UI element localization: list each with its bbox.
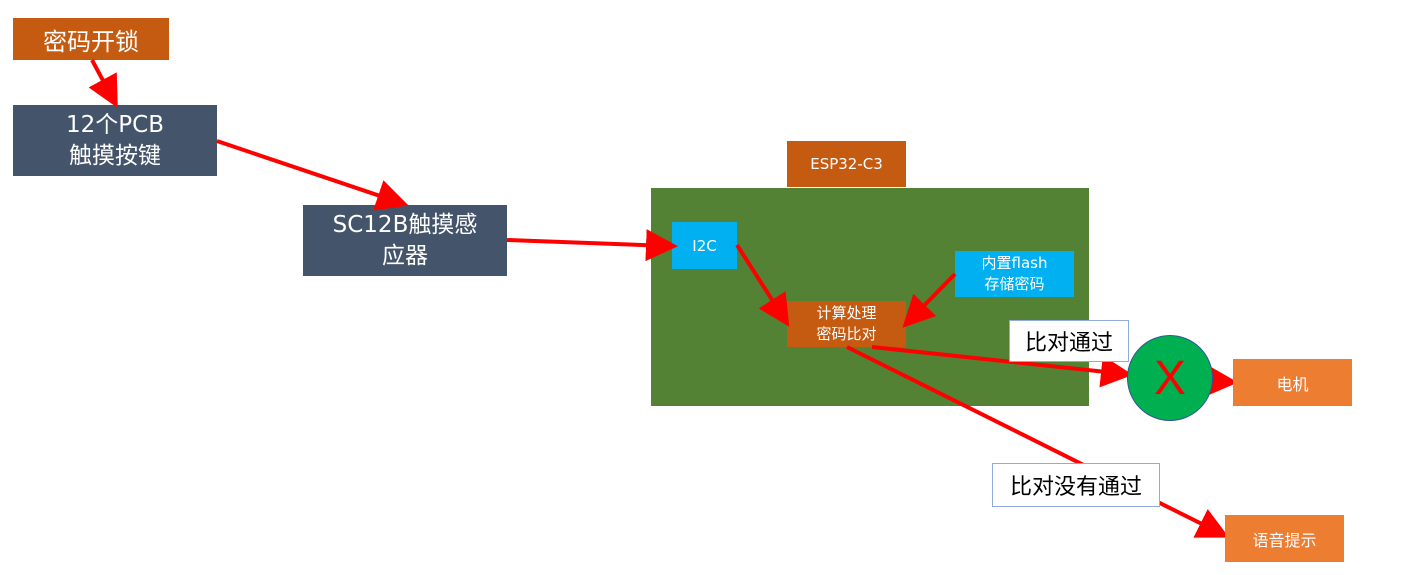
i2c-node: I2C (672, 222, 737, 269)
title-text: 密码开锁 (43, 27, 139, 56)
switch-symbol: X (1153, 351, 1186, 405)
esp32-label-box: ESP32-C3 (787, 141, 906, 187)
flash-storage-node: 内置flash 存储密码 (955, 251, 1074, 297)
pass-edge-text: 比对通过 (1024, 331, 1113, 356)
compute-compare-node: 计算处理 密码比对 (787, 301, 906, 347)
pcb-touch-keys-label: 12个PCB 触摸按键 (66, 111, 164, 169)
arrow-switch-to-motor (1205, 364, 1238, 397)
esp32-label: ESP32-C3 (810, 155, 883, 173)
i2c-label: I2C (692, 236, 717, 255)
arrow-title-to-pcb (88, 59, 118, 109)
arrow-pcb-to-sc12b (216, 139, 409, 211)
flash-storage-label: 内置flash 存储密码 (981, 254, 1048, 293)
motor-label: 电机 (1276, 374, 1309, 394)
title-box: 密码开锁 (13, 18, 169, 60)
sc12b-sensor-node: SC12B触摸感 应器 (303, 205, 507, 276)
esp32-board (651, 188, 1089, 406)
arrow-sc12b-to-i2c (506, 229, 678, 262)
pcb-touch-keys-node: 12个PCB 触摸按键 (13, 105, 217, 176)
voice-prompt-node: 语音提示 (1225, 515, 1344, 562)
motor-node: 电机 (1233, 359, 1352, 406)
sc12b-sensor-label: SC12B触摸感 应器 (332, 211, 478, 269)
fail-edge-text: 比对没有通过 (1009, 475, 1142, 500)
fail-edge-label: 比对没有通过 (992, 463, 1160, 507)
voice-prompt-label: 语音提示 (1252, 530, 1317, 550)
compute-compare-label: 计算处理 密码比对 (816, 304, 877, 343)
switch-cross-icon: X (1127, 335, 1213, 421)
pass-edge-label: 比对通过 (1009, 320, 1129, 362)
